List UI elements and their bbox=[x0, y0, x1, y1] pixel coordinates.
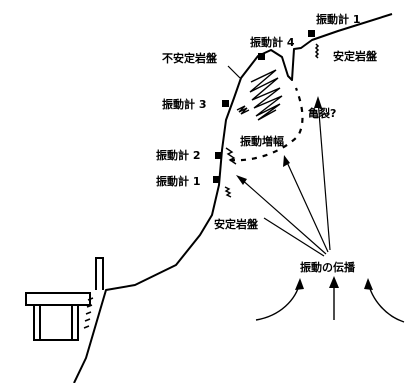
platform-deck bbox=[25, 292, 91, 306]
arrowheads bbox=[236, 96, 322, 185]
vibrometer-2-marker bbox=[215, 152, 222, 159]
vibrometer-1-top-label: 振動計 1 bbox=[316, 12, 360, 26]
slope-surface-line bbox=[73, 13, 393, 383]
arrowhead bbox=[364, 278, 373, 290]
propagation-arrows bbox=[239, 99, 331, 257]
arrowhead bbox=[314, 96, 322, 108]
arrow-from-stable bbox=[263, 217, 325, 257]
mid-zigzag bbox=[236, 105, 250, 115]
retaining-post bbox=[95, 257, 104, 290]
vibration-propagation-label: 振動の伝播 bbox=[300, 260, 356, 274]
unstable-rock-label: 不安定岩盤 bbox=[162, 51, 218, 65]
vibrometer-1-top-marker bbox=[308, 30, 315, 37]
right-curved-arrow bbox=[367, 281, 405, 323]
arrowhead bbox=[283, 155, 290, 167]
platform-box bbox=[33, 304, 79, 341]
arrow-to-crack bbox=[317, 99, 331, 251]
vibrometer-4-label: 振動計 4 bbox=[250, 35, 295, 49]
left-curved-arrow bbox=[255, 281, 301, 321]
arrowhead bbox=[236, 175, 247, 185]
vibrometer-1-lower-marker bbox=[213, 176, 220, 183]
vibration-amplification-label: 振動増幅 bbox=[240, 134, 284, 148]
lower-crack-squiggle bbox=[224, 186, 232, 198]
unstable-label-leader bbox=[227, 65, 241, 79]
crack-label: 亀裂? bbox=[308, 106, 336, 120]
vibrometer-3-label: 振動計 3 bbox=[162, 97, 206, 111]
vibrometer-1-lower-label: 振動計 1 bbox=[156, 174, 200, 188]
vibrometer-4-marker bbox=[258, 53, 265, 60]
vibrometer-2-label: 振動計 2 bbox=[156, 148, 200, 162]
arrowhead bbox=[329, 276, 339, 288]
arrowhead bbox=[295, 278, 304, 290]
arrow-to-lower-rock bbox=[239, 177, 327, 255]
vibrometer-3-marker bbox=[222, 100, 229, 107]
arrow-to-amplification bbox=[285, 159, 329, 253]
vibrometer-2-zigzag bbox=[225, 147, 237, 165]
unstable-rock-zigzag bbox=[249, 69, 283, 121]
anchor-hatching bbox=[83, 297, 94, 329]
upper-crack-squiggle bbox=[314, 43, 320, 59]
stable-rock-lower-label: 安定岩盤 bbox=[214, 217, 259, 231]
stable-rock-right-label: 安定岩盤 bbox=[333, 49, 378, 63]
